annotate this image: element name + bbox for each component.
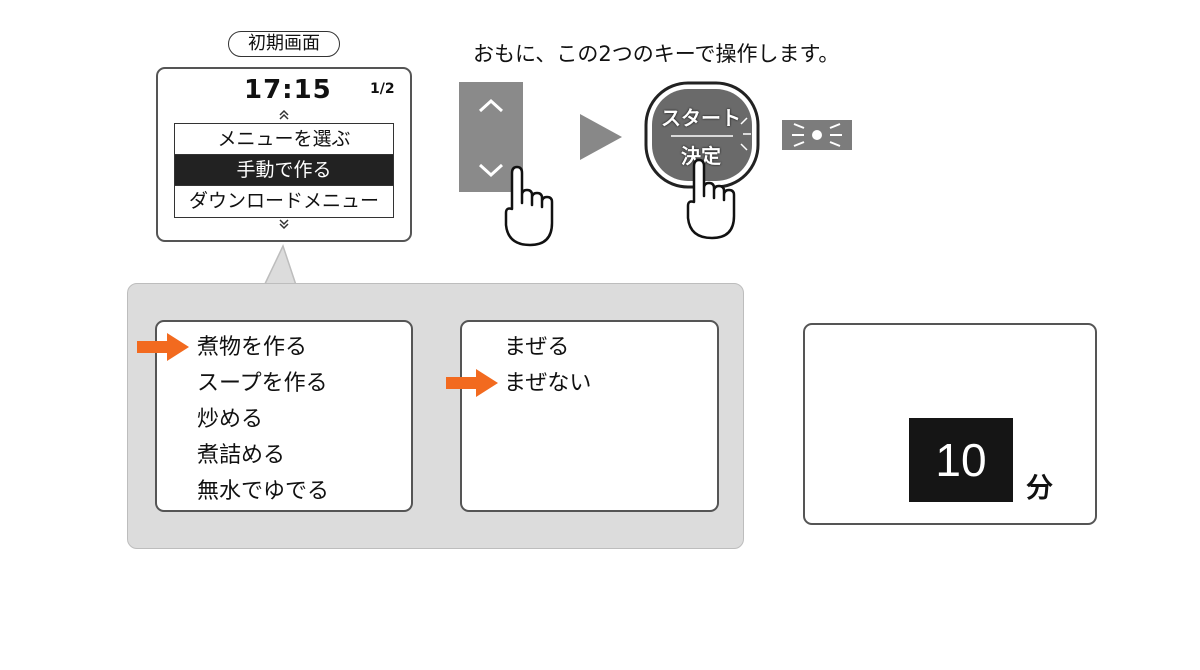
list-item[interactable]: まぜる [504, 335, 570, 360]
lcd-time: 17:15 [244, 75, 332, 105]
lcd-menu: メニューを選ぶ 手動で作る ダウンロードメニュー [174, 123, 394, 218]
scroll-down-icon [158, 218, 410, 233]
scroll-up-icon [158, 109, 410, 124]
start-key-label: スタート [661, 106, 741, 130]
lcd-page-indicator: 1/2 [370, 81, 395, 97]
start-confirm-button[interactable]: スタート 決定 [643, 80, 761, 192]
play-triangle-icon [580, 114, 622, 160]
lcd-menu-item[interactable]: メニューを選ぶ [175, 124, 393, 155]
stir-option-list: まぜる まぜない [460, 320, 719, 512]
initial-screen-label: 初期画面 [228, 31, 340, 57]
instruction-text: おもに、この2つのキーで操作します。 [473, 42, 840, 66]
cooking-method-list: 煮物を作る スープを作る 炒める 煮詰める 無水でゆでる [155, 320, 413, 512]
light-indicator-icon [782, 120, 852, 150]
list-item[interactable]: 煮物を作る [197, 335, 308, 360]
orange-arrow-icon [446, 369, 498, 397]
hand-pointer-icon [504, 165, 554, 247]
list-item[interactable]: 炒める [197, 407, 264, 432]
list-item[interactable]: スープを作る [197, 371, 328, 396]
list-item[interactable]: 無水でゆでる [197, 479, 330, 504]
lcd-screen: 17:15 1/2 メニューを選ぶ 手動で作る ダウンロードメニュー [156, 67, 412, 242]
list-item[interactable]: まぜない [504, 371, 592, 396]
timer-value: 10 [909, 418, 1013, 502]
orange-arrow-icon [137, 333, 189, 361]
chevron-up-icon[interactable] [477, 98, 505, 114]
chevron-down-icon[interactable] [477, 162, 505, 178]
list-item[interactable]: 煮詰める [197, 443, 286, 468]
timer-unit: 分 [1026, 473, 1053, 504]
lcd-menu-item-selected[interactable]: 手動で作る [175, 155, 393, 186]
start-button-icon [644, 81, 760, 189]
lcd-menu-item[interactable]: ダウンロードメニュー [188, 190, 379, 212]
hand-pointer-icon [686, 158, 736, 240]
